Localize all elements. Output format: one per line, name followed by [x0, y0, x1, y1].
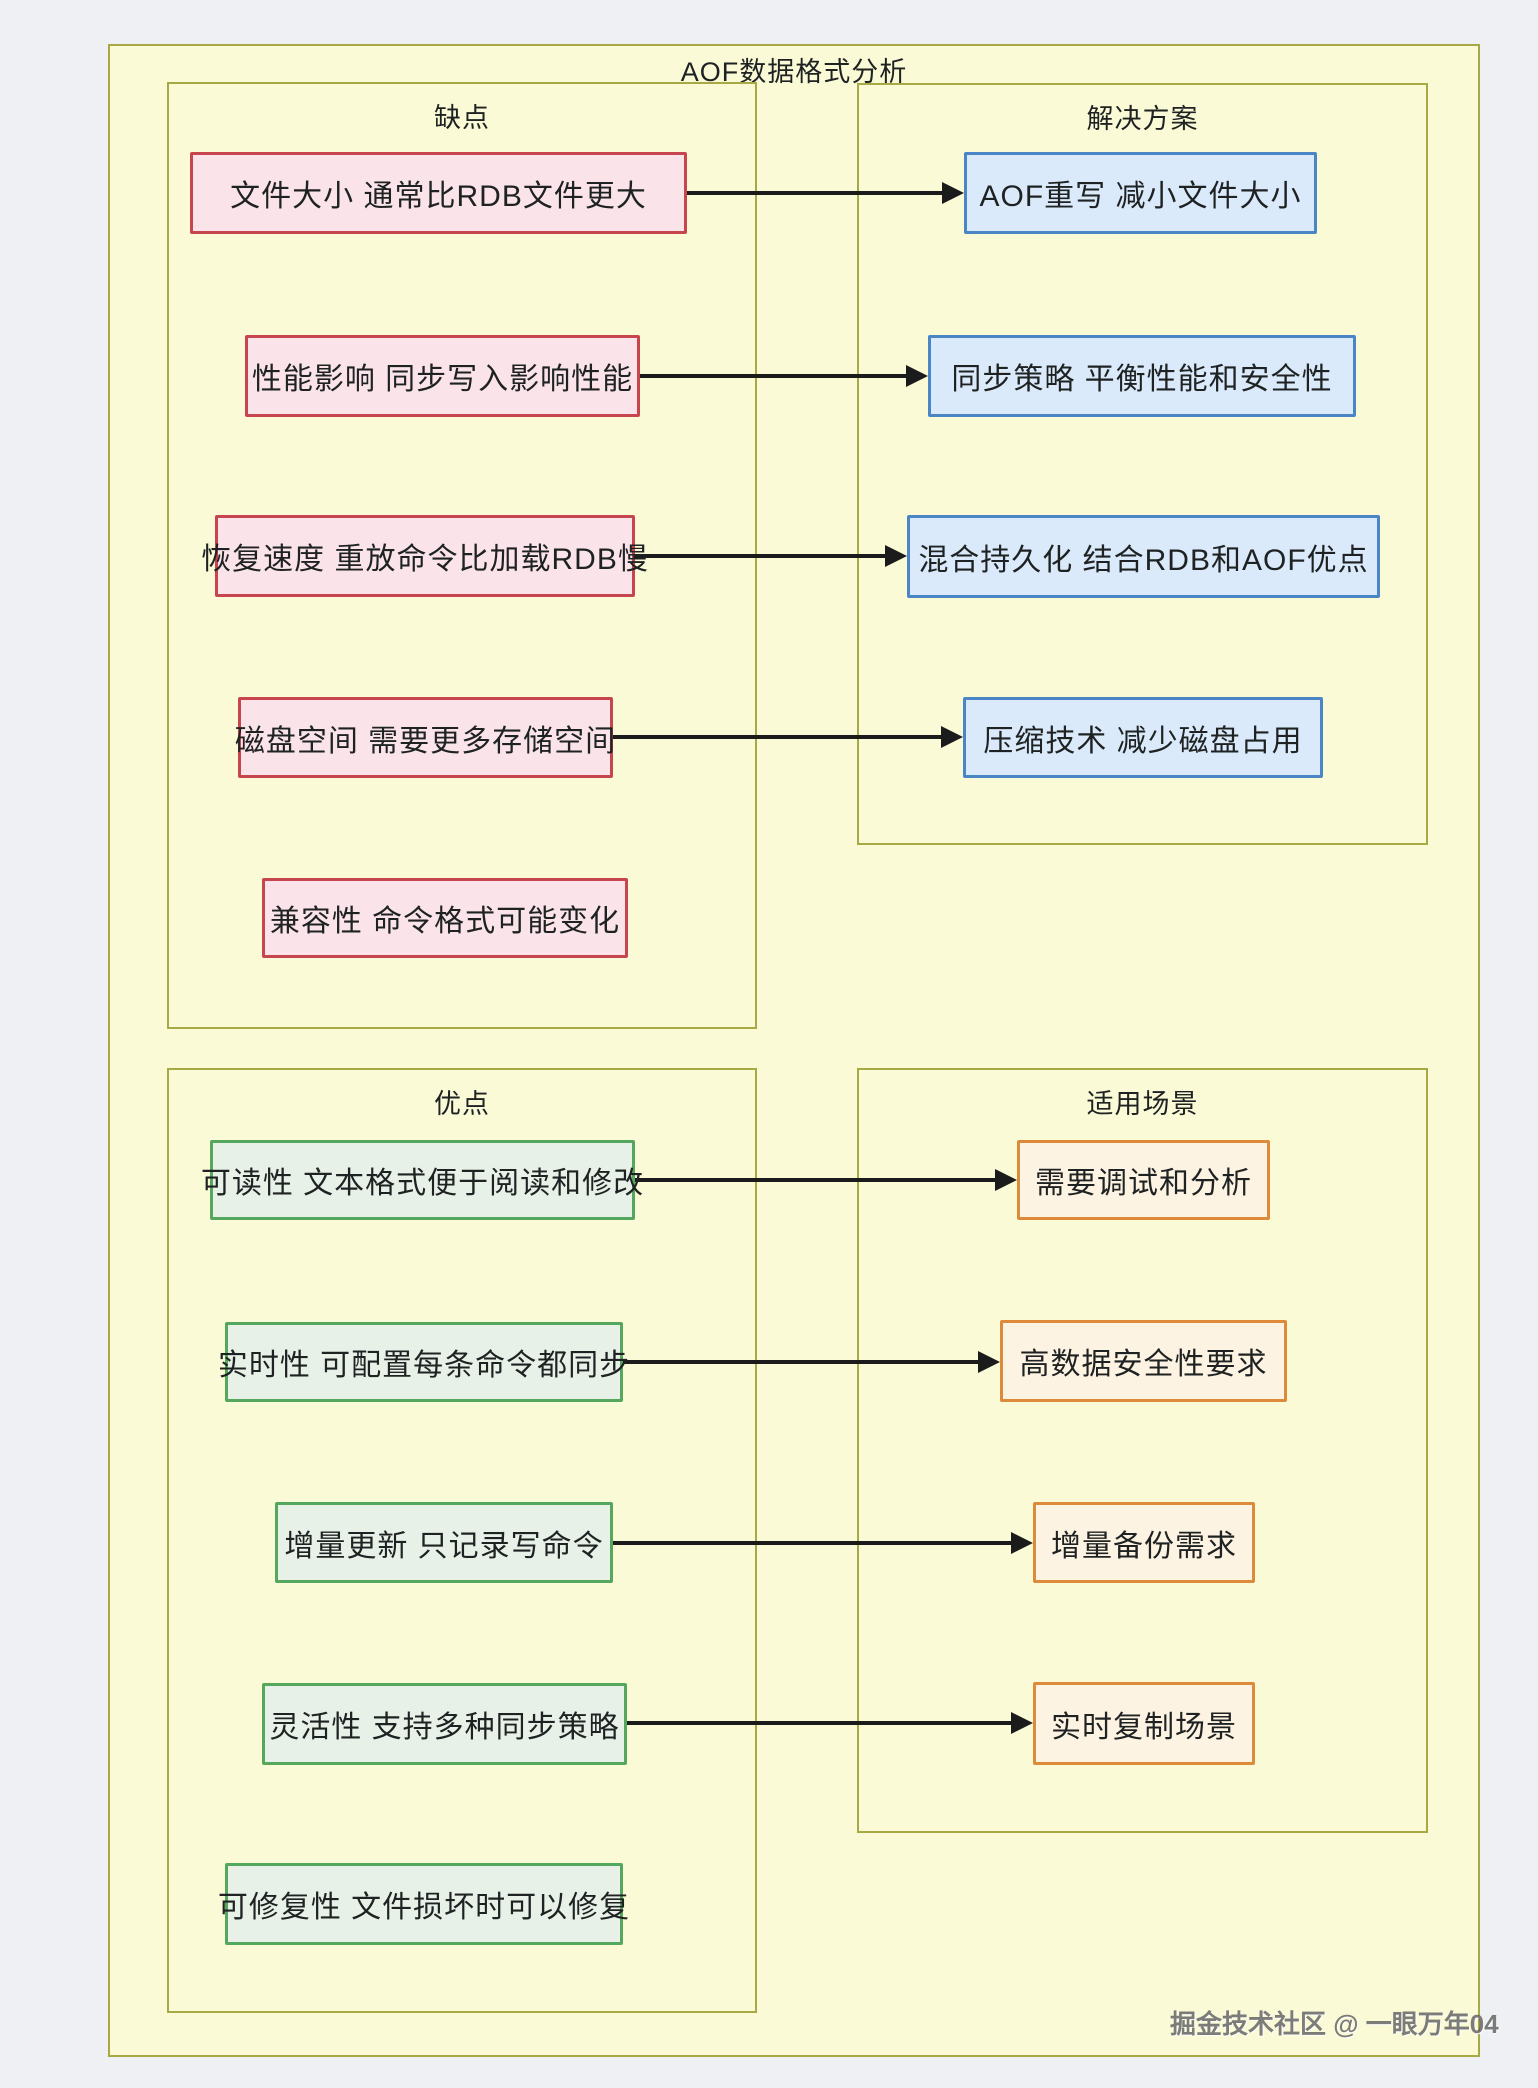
node-repairability: 可修复性 文件损坏时可以修复 — [218, 1863, 629, 1945]
node-sync-strategy: 同步策略 平衡性能和安全性 — [928, 335, 1356, 417]
node-aof-rewrite: AOF重写 减小文件大小 — [964, 152, 1317, 234]
node-debug-analysis: 需要调试和分析 — [1017, 1140, 1270, 1220]
arrow-incremental-update-to-backup — [613, 1532, 1033, 1554]
node-performance-impact: 性能影响 同步写入影响性能 — [245, 335, 640, 417]
node-incremental-backup: 增量备份需求 — [1033, 1502, 1255, 1583]
node-incremental-update: 增量更新 只记录写命令 — [275, 1502, 613, 1583]
node-file-size: 文件大小 通常比RDB文件更大 — [190, 152, 687, 234]
arrow-recovery-to-hybrid-persistence — [635, 545, 907, 567]
watermark: 掘金技术社区 @ 一眼万年04 — [1170, 2009, 1499, 2039]
arrow-disk-space-to-compression — [613, 726, 963, 748]
arrow-realtime-to-data-safety — [623, 1351, 1000, 1373]
arrow-flexibility-to-replication — [627, 1712, 1033, 1734]
node-compression: 压缩技术 减少磁盘占用 — [963, 697, 1323, 778]
node-recovery-speed: 恢复速度 重放命令比加载RDB慢 — [201, 515, 648, 597]
node-flexibility: 灵活性 支持多种同步策略 — [262, 1683, 627, 1765]
node-disk-space: 磁盘空间 需要更多存储空间 — [235, 697, 615, 778]
node-realtime: 实时性 可配置每条命令都同步 — [218, 1322, 629, 1402]
arrow-readability-to-debug-analysis — [635, 1169, 1017, 1191]
section-scenarios-title: 适用场景 — [1086, 1089, 1199, 1119]
arrow-performance-to-sync-strategy — [640, 365, 928, 387]
node-realtime-replication: 实时复制场景 — [1033, 1682, 1255, 1765]
node-readability: 可读性 文本格式便于阅读和修改 — [201, 1140, 643, 1220]
node-hybrid-persistence: 混合持久化 结合RDB和AOF优点 — [907, 515, 1380, 598]
section-disadvantages-title: 缺点 — [434, 103, 490, 133]
section-solutions-title: 解决方案 — [1086, 104, 1199, 134]
section-advantages-title: 优点 — [434, 1089, 490, 1119]
node-data-safety: 高数据安全性要求 — [1000, 1320, 1287, 1402]
arrow-file-size-to-aof-rewrite — [687, 182, 964, 204]
node-compatibility: 兼容性 命令格式可能变化 — [262, 878, 628, 958]
